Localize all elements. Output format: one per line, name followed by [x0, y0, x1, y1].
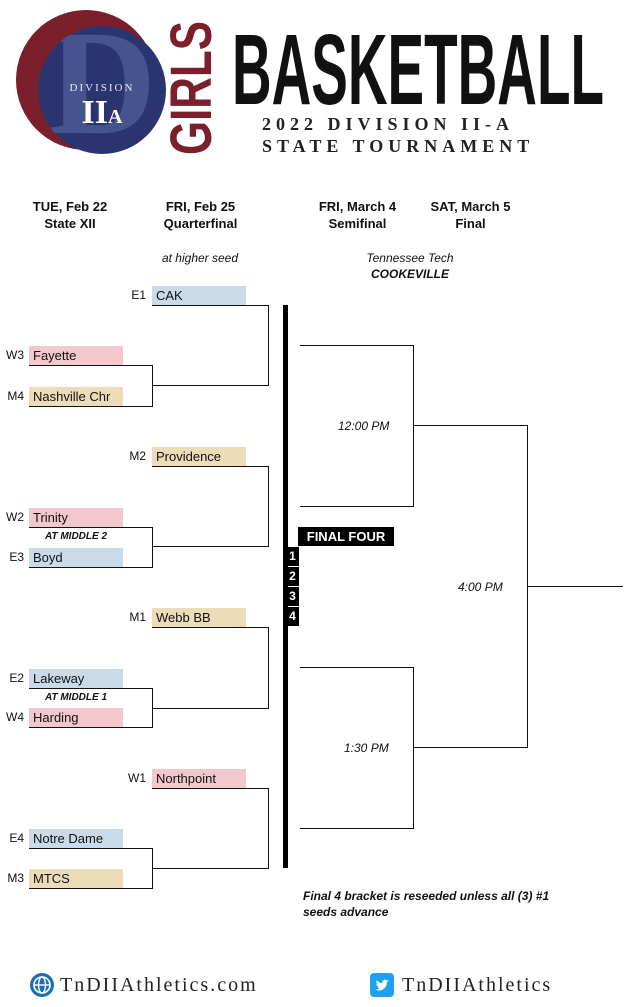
bracket-line — [527, 586, 623, 587]
final-four-seed-number: 4 — [286, 607, 299, 626]
bracket-line — [29, 727, 152, 728]
team-slot: Webb BB — [152, 608, 246, 627]
seed-label: M2 — [129, 449, 146, 463]
seed-label: W1 — [128, 771, 146, 785]
team-slot: MTCS — [29, 869, 123, 888]
team-slot: Providence — [152, 447, 246, 466]
team-slot: Nashville Chr — [29, 387, 123, 406]
bracket-line — [268, 627, 269, 709]
final-four-seed-number: 1 — [286, 547, 299, 566]
team-slot: Boyd — [29, 548, 123, 567]
logo-inner-circle: D DIVISION IIA — [38, 26, 166, 154]
bracket-line — [29, 365, 152, 366]
bracket-line — [29, 406, 152, 407]
seed-label: M1 — [129, 610, 146, 624]
logo-d-letter: D — [48, 26, 157, 154]
bracket-line — [300, 828, 413, 829]
final-four-label: FINAL FOUR — [298, 527, 394, 546]
bracket-line — [29, 688, 152, 689]
bracket-line — [413, 345, 414, 507]
logo-division-text: DIVISION — [69, 82, 135, 94]
seed-label: W2 — [6, 510, 24, 524]
bracket-line — [152, 385, 268, 386]
seed-label: W3 — [6, 348, 24, 362]
bracket-line — [152, 788, 268, 789]
bracket-line — [300, 345, 413, 346]
semi-venue-note: Tennessee Tech — [366, 251, 454, 265]
semifinal-time: 1:30 PM — [344, 741, 389, 755]
team-slot: Lakeway — [29, 669, 123, 688]
bracket-line — [152, 546, 268, 547]
subtitle-year: 2022 DIVISION II-A — [262, 114, 515, 134]
seed-label: E3 — [9, 550, 24, 564]
division-iia-logo: D DIVISION IIA — [16, 10, 166, 154]
bracket-line — [413, 747, 527, 748]
seed-label: M3 — [7, 871, 24, 885]
seed-label: E1 — [131, 288, 146, 302]
qf-venue-note: at higher seed — [161, 251, 239, 265]
subtitle-tournament: STATE TOURNAMENT — [262, 136, 535, 156]
bracket-line — [268, 788, 269, 869]
bracket-line — [152, 627, 268, 628]
seed-label: W4 — [6, 710, 24, 724]
seed-label: E2 — [9, 671, 24, 685]
bracket-line — [29, 527, 152, 528]
girls-title: GIRLS — [163, 21, 224, 155]
team-slot: Trinity — [29, 508, 123, 527]
bracket-line — [413, 667, 414, 829]
twitter-icon — [370, 973, 394, 997]
bracket-line — [152, 365, 153, 407]
game-site-label: AT MIDDLE 1 — [44, 692, 108, 703]
svg-text:BASKETBALL: BASKETBALL — [232, 14, 604, 112]
team-slot: Notre Dame — [29, 829, 123, 848]
bracket-line — [152, 868, 268, 869]
bracket-line — [29, 888, 152, 889]
team-slot: CAK — [152, 286, 246, 305]
bracket-line — [29, 567, 152, 568]
team-slot: Harding — [29, 708, 123, 727]
reseed-footnote: Final 4 bracket is reseeded unless all (… — [303, 889, 550, 919]
globe-icon — [30, 973, 54, 997]
bracket-line — [152, 708, 268, 709]
team-slot: Fayette — [29, 346, 123, 365]
website-link[interactable]: TnDIIAthletics.com — [60, 974, 258, 996]
twitter-handle[interactable]: TnDIIAthletics — [402, 974, 553, 996]
basketball-title: BASKETBALL — [232, 14, 604, 112]
semifinal-time: 12:00 PM — [338, 419, 390, 433]
bracket-line — [268, 466, 269, 547]
final-four-seed-number: 2 — [286, 567, 299, 586]
bracket-line — [29, 848, 152, 849]
bracket-line — [413, 425, 527, 426]
seed-label: E4 — [9, 831, 24, 845]
seed-label: M4 — [7, 389, 24, 403]
bracket-line — [152, 305, 268, 306]
final-four-seed-number: 3 — [286, 587, 299, 606]
game-site-label: AT MIDDLE 2 — [44, 531, 108, 542]
bracket-line — [300, 667, 413, 668]
final-time: 4:00 PM — [458, 580, 503, 594]
bracket-line — [152, 527, 153, 568]
bracket-line — [152, 466, 268, 467]
bracket-line — [268, 305, 269, 386]
logo-ii-text: IIA — [81, 94, 123, 131]
semi-city-note: COOKEVILLE — [370, 267, 449, 281]
final-four-divider — [283, 305, 288, 868]
bracket-line — [300, 506, 413, 507]
team-slot: Northpoint — [152, 769, 246, 788]
svg-text:GIRLS: GIRLS — [163, 21, 224, 155]
